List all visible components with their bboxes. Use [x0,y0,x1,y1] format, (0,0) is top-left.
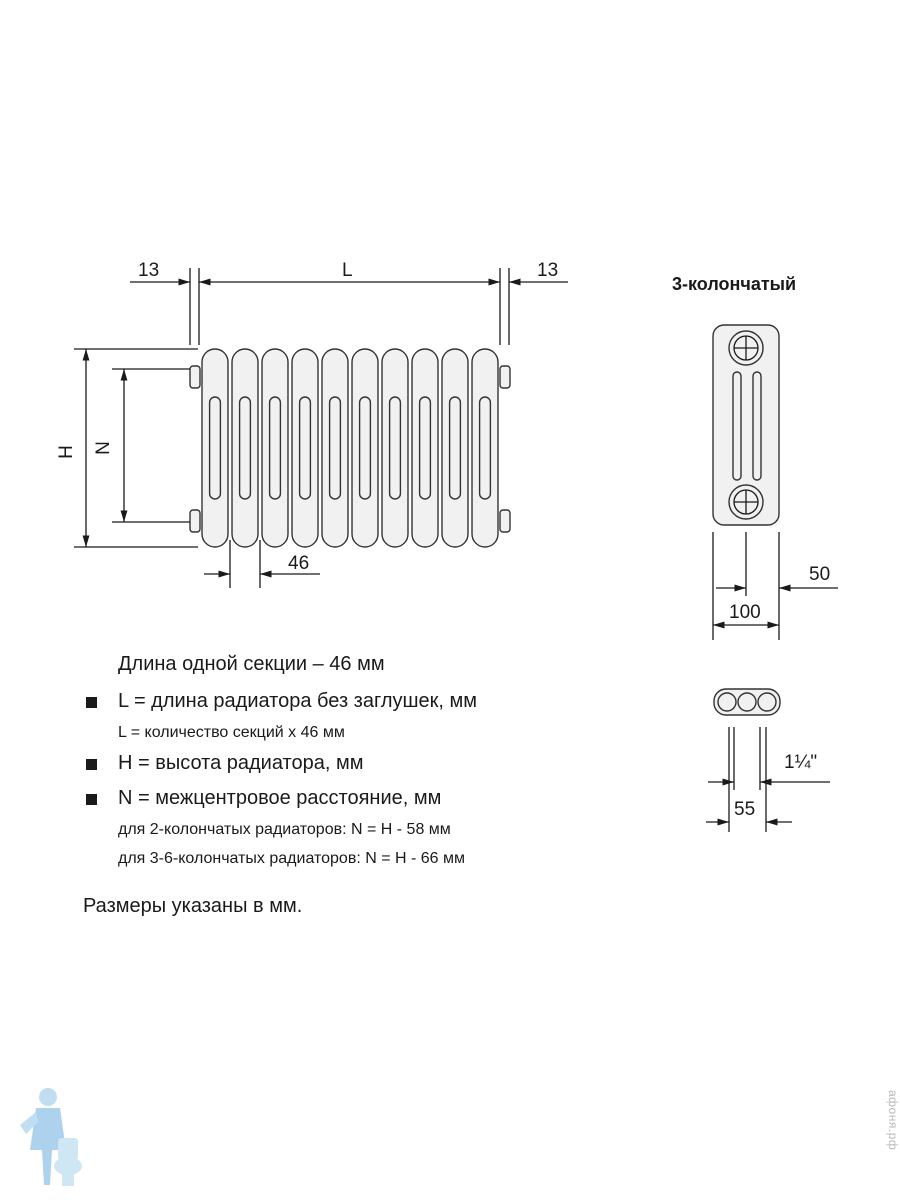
dim-section-label: 46 [288,553,309,574]
top-view: 1¼" 55 [706,688,830,832]
radiator-section [261,348,289,548]
top-column-2 [737,692,757,712]
dim-length-label: L [342,260,353,281]
legend-section-length: Длина одной секции – 46 мм [118,653,385,675]
radiator-section [381,348,409,548]
radiator-section [321,348,349,548]
radiator-section [351,348,379,548]
dim-thread-label: 1¼" [784,752,817,773]
legend-l-calc: L = количество секций х 46 мм [118,724,345,741]
radiator-section [291,348,319,548]
side-slot-right [752,371,762,481]
legend-n-def: N = межцентровое расстояние, мм [118,787,442,809]
legend-units-note: Размеры указаны в мм. [83,895,303,917]
dim-depth-label: 100 [729,602,761,623]
dim-center-label: N [93,441,114,455]
side-body [712,324,780,526]
front-view: 13 L 13 H N 46 [56,260,568,588]
bullet-h [86,759,97,770]
legend-l-def: L = длина радиатора без заглушек, мм [118,690,478,712]
legend-n-36col: для 3-6-колончатых радиаторов: N = H - 6… [118,850,466,867]
radiator-section [441,348,469,548]
plumber-logo-icon [20,1088,82,1186]
dim-right-label: 13 [537,260,558,281]
dim-height-label: H [56,445,77,459]
dim-offset-label: 50 [809,564,830,585]
bullet-l [86,697,97,708]
radiator-section [231,348,259,548]
radiator-section [471,348,499,548]
legend-h-def: H = высота радиатора, мм [118,752,364,774]
dim-left-label: 13 [138,260,159,281]
side-slot-left [732,371,742,481]
plug-top-right [499,365,511,389]
side-view-title: 3-колончатый [672,274,797,294]
dim-width-label: 55 [734,799,755,820]
plug-top-left [189,365,201,389]
watermark: афоня.рф [886,1090,900,1151]
radiator-section [201,348,229,548]
bottom-nipple-icon [728,484,764,520]
legend-n-2col: для 2-колончатых радиаторов: N = H - 58 … [118,821,451,838]
radiator-sections [201,348,499,548]
radiator-section [411,348,439,548]
bullet-n [86,794,97,805]
top-column-1 [717,692,737,712]
plug-bottom-right [499,509,511,533]
plug-bottom-left [189,509,201,533]
top-nipple-icon [728,330,764,366]
top-column-3 [757,692,777,712]
side-view: 50 100 [712,324,838,640]
